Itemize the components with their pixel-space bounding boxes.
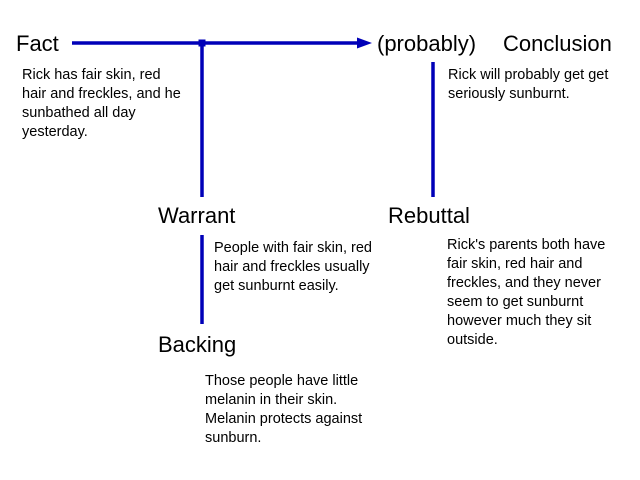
warrant-label: Warrant: [158, 203, 236, 228]
warrant-junction-marker: [198, 39, 206, 47]
conclusion-qualifier: (probably): [377, 31, 477, 56]
rebuttal-text: Rick's parents both have fair skin, red …: [447, 237, 606, 348]
fact-text: Rick has fair skin, red hair and freckle…: [22, 67, 181, 140]
fact-label: Fact: [16, 31, 59, 56]
arrowhead-icon: [357, 37, 372, 49]
conclusion-text: Rick will probably get get seriously sun…: [448, 67, 609, 102]
conclusion-label: Conclusion: [503, 31, 612, 56]
backing-text: Those people have little melanin in thei…: [205, 373, 363, 446]
warrant-text: People with fair skin, red hair and frec…: [214, 240, 372, 294]
backing-label: Backing: [158, 332, 237, 357]
rebuttal-label: Rebuttal: [388, 203, 470, 228]
